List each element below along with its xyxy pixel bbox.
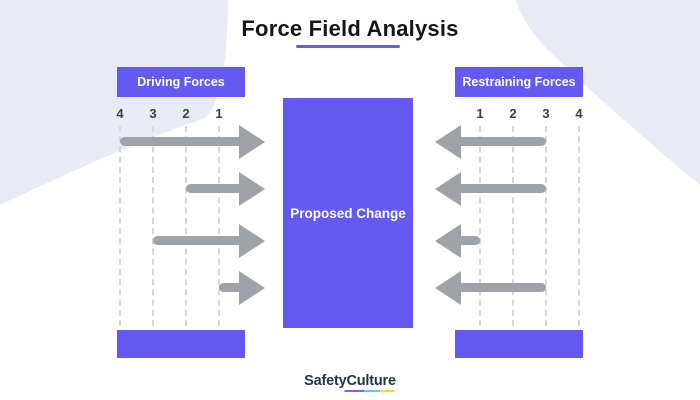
arrow-head-right-icon — [239, 224, 265, 258]
arrow-head-left-icon — [435, 172, 461, 206]
restraining-arrow-1 — [435, 125, 546, 159]
arrow-head-right-icon — [239, 172, 265, 206]
restraining-bottom-bar — [455, 330, 583, 358]
logo-underline — [344, 389, 395, 392]
restraining-gridline-3 — [545, 126, 547, 326]
proposed-change-box: Proposed Change — [283, 98, 413, 328]
logo-text-safety: Safety — [304, 373, 347, 389]
arrow-shaft — [120, 137, 247, 146]
arrow-shaft — [453, 184, 546, 193]
driving-gridline-3 — [152, 126, 154, 326]
restraining-scale-2: 2 — [509, 106, 517, 121]
driving-scale-4: 4 — [116, 106, 124, 121]
lavender-blob-top-left — [0, 0, 228, 205]
driving-bottom-bar — [117, 330, 245, 358]
driving-scale-row: 4 3 2 1 — [110, 106, 229, 122]
safetyculture-logo: SafetyCulture — [304, 373, 396, 392]
driving-gridline-2 — [185, 126, 187, 326]
driving-scale-1: 1 — [215, 106, 223, 121]
restraining-forces-label: Restraining Forces — [455, 67, 583, 97]
arrow-head-left-icon — [435, 224, 461, 258]
driving-gridline-1 — [218, 126, 220, 326]
arrow-shaft — [453, 236, 480, 245]
restraining-gridline-4 — [578, 126, 580, 326]
arrow-shaft — [186, 184, 247, 193]
title-underline — [296, 45, 400, 48]
driving-forces-label: Driving Forces — [117, 67, 245, 97]
logo-text-culture: Culture — [346, 373, 396, 389]
restraining-scale-1: 1 — [476, 106, 484, 121]
arrow-head-right-icon — [239, 271, 265, 305]
restraining-arrow-3 — [435, 224, 480, 258]
lavender-blob-top-right — [516, 0, 700, 185]
driving-scale-2: 2 — [182, 106, 190, 121]
arrow-shaft — [219, 283, 247, 292]
arrow-shaft — [453, 283, 546, 292]
logo-underline-purple-segment — [344, 389, 365, 392]
arrow-head-left-icon — [435, 125, 461, 159]
restraining-arrow-4 — [435, 271, 546, 305]
driving-gridline-4 — [119, 126, 121, 326]
driving-arrow-1 — [120, 125, 265, 159]
logo-underline-yellow-segment — [380, 389, 395, 392]
driving-arrow-4 — [219, 271, 265, 305]
restraining-scale-4: 4 — [575, 106, 583, 121]
arrow-shaft — [153, 236, 247, 245]
arrow-head-right-icon — [239, 125, 265, 159]
restraining-gridline-2 — [512, 126, 514, 326]
logo-underline-cyan-segment — [364, 389, 381, 392]
page-title: Force Field Analysis — [241, 16, 459, 41]
restraining-scale-3: 3 — [542, 106, 550, 121]
arrow-head-left-icon — [435, 271, 461, 305]
driving-scale-3: 3 — [149, 106, 157, 121]
restraining-arrow-2 — [435, 172, 546, 206]
restraining-scale-row: 1 2 3 4 — [470, 106, 589, 122]
driving-arrow-3 — [153, 224, 265, 258]
proposed-change-label: Proposed Change — [290, 205, 406, 221]
restraining-gridline-1 — [479, 126, 481, 326]
driving-arrow-2 — [186, 172, 265, 206]
arrow-shaft — [453, 137, 546, 146]
